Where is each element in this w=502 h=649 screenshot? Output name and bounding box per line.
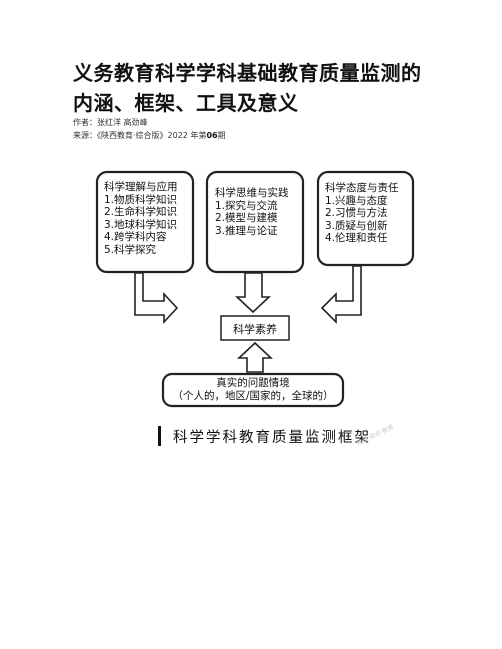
figure-caption: 科学学科教育质量监测框架	[158, 426, 371, 446]
box1-item: 2.生命科学知识	[104, 206, 178, 218]
box1-item: 4.跨学科内容	[104, 231, 167, 243]
arrow-left-bent	[134, 272, 179, 325]
box2-item: 1.探究与交流	[215, 199, 278, 212]
box3-item: 4.伦理和责任	[325, 232, 388, 244]
author-label: 作者：	[73, 118, 97, 127]
box3-item: 3.质疑与创新	[325, 219, 388, 232]
science-literacy-label: 科学素养	[233, 323, 277, 336]
source-journal: 《陕西教育·综合版》2022 年第	[97, 131, 207, 140]
box2-title: 科学思维与实践	[215, 187, 289, 199]
real-situation-text: 真实的问题情境 （个人的，地区/国家的，全球的）	[163, 377, 343, 403]
box-real-situation	[161, 372, 345, 408]
source-issue: 06	[206, 131, 218, 140]
arrow-right-bent	[320, 265, 362, 324]
author-line: 作者：张红洋 高劲峰	[73, 118, 148, 128]
source-suffix: 期	[217, 131, 226, 140]
caption-bar	[158, 426, 161, 446]
article-title: 义务教育科学学科基础教育质量监测的内涵、框架、工具及意义	[73, 61, 422, 115]
box3-item: 1.兴趣与态度	[325, 194, 388, 207]
box3-title: 科学态度与责任	[325, 182, 399, 194]
box1-item: 3.地球科学知识	[104, 218, 178, 231]
box2-item: 2.模型与建模	[215, 212, 278, 224]
box2-item: 3.推理与论证	[215, 224, 278, 237]
box3-item: 2.习惯与方法	[325, 207, 388, 219]
box2-content: 科学思维与实践 1.探究与交流 2.模型与建模 3.推理与论证	[215, 187, 289, 237]
arrow-up	[236, 341, 274, 373]
arrow-center-down	[234, 272, 272, 314]
source-line: 来源：《陕西教育·综合版》2022 年第06期	[73, 131, 226, 141]
source-label: 来源：	[73, 131, 97, 140]
box-science-understanding	[95, 170, 195, 274]
box1-title: 科学理解与应用	[104, 181, 178, 193]
box-science-attitude	[316, 170, 415, 267]
box1-item: 5.科学探究	[104, 243, 157, 256]
box1-content: 科学理解与应用 1.物质科学知识 2.生命科学知识 3.地球科学知识 4.跨学科…	[104, 181, 178, 256]
box3-content: 科学态度与责任 1.兴趣与态度 2.习惯与方法 3.质疑与创新 4.伦理和责任	[325, 182, 399, 245]
real-situation-line2: （个人的，地区/国家的，全球的）	[172, 390, 334, 402]
caption-text: 科学学科教育质量监测框架	[173, 429, 371, 446]
author-names: 张红洋 高劲峰	[97, 118, 148, 127]
box-science-thinking	[205, 170, 305, 274]
real-situation-line1: 真实的问题情境	[216, 377, 290, 389]
box1-item: 1.物质科学知识	[104, 193, 178, 206]
box-science-literacy	[220, 315, 290, 341]
